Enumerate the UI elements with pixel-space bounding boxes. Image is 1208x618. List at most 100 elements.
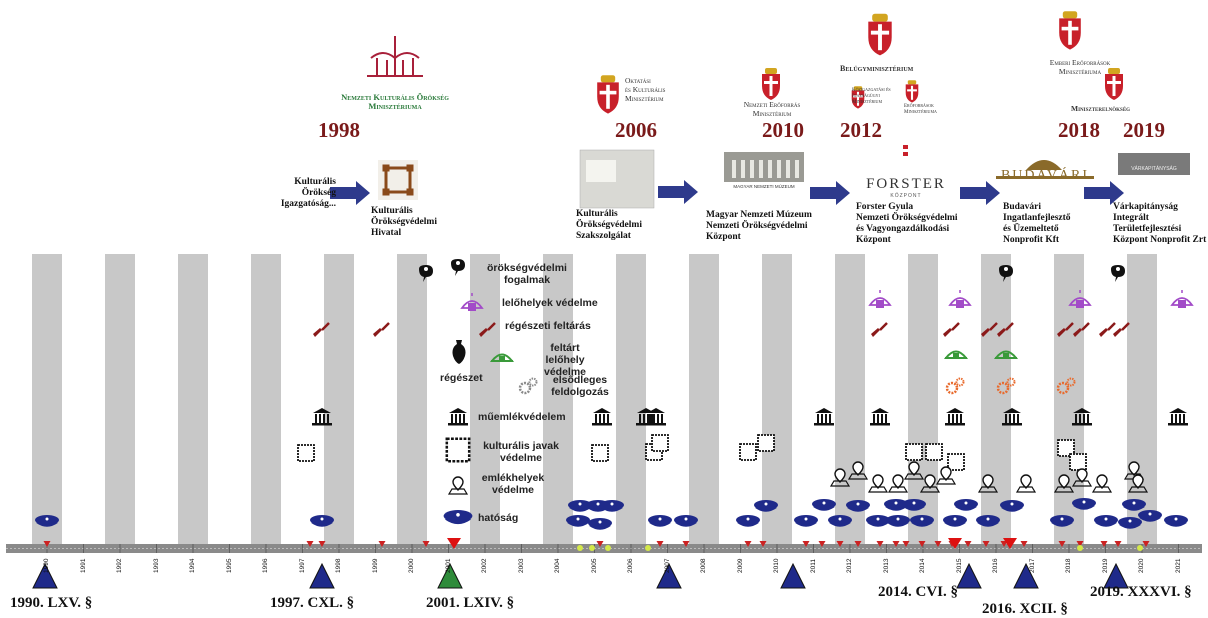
pin-icon [1071, 468, 1093, 487]
crest-icon [762, 68, 780, 100]
event-marker [934, 541, 942, 547]
dome-icon [489, 353, 515, 362]
police-cap-icon [674, 515, 698, 527]
stamp-icon [297, 444, 315, 462]
trowel-icon [479, 322, 496, 337]
year-2010: 2010 [762, 118, 804, 142]
police-cap-icon [1050, 515, 1074, 527]
stamp-icon [947, 453, 965, 471]
trowel-icon [373, 322, 390, 337]
axis-year-label: 2006 [627, 558, 634, 573]
event-marker [836, 541, 844, 547]
major-event-marker [948, 538, 962, 549]
police-cap-icon [1094, 515, 1118, 527]
year-stripe [543, 254, 573, 544]
mnm-column [732, 160, 736, 178]
law-2001: 2001. LXIV. § [426, 595, 515, 611]
arrow-icon [810, 181, 850, 205]
gears-icon [996, 377, 1016, 395]
forster-logo: FORSTER KÖZPONT [866, 176, 946, 199]
police-cap-icon [886, 515, 910, 527]
museum-icon [814, 408, 834, 426]
law-triangle [309, 562, 335, 589]
axis-year-label: 2003 [517, 558, 525, 573]
axis-year-label: 2017 [1028, 558, 1036, 573]
law-triangle [437, 562, 463, 589]
police-cap-icon [846, 500, 870, 512]
police-cap-icon [1000, 500, 1024, 512]
police-cap-icon [1122, 499, 1146, 511]
event-marker [422, 541, 430, 547]
event-marker [1000, 541, 1008, 547]
year-stripe [397, 254, 427, 544]
year-2018: 2018 [1058, 118, 1100, 142]
info-bubble-icon [419, 265, 433, 282]
year-stripe [908, 254, 938, 544]
axis-year-label: 2021 [1174, 558, 1182, 573]
museum-icon [592, 408, 612, 426]
year-stripes [32, 254, 1157, 544]
mnm-building-photo [724, 152, 804, 182]
event-marker [744, 541, 752, 547]
dome-icon [993, 350, 1019, 359]
year-stripe [835, 254, 865, 544]
event-marker [876, 541, 884, 547]
museum-icon [646, 408, 666, 426]
event-marker [43, 541, 51, 547]
timeline-axis [6, 538, 1202, 589]
event-marker [318, 541, 326, 547]
legend-muemlek: műemlékvédelem [478, 411, 566, 423]
umbrella-icon [948, 290, 972, 308]
museum-icon [945, 408, 965, 426]
axis-year-label: 1992 [116, 558, 123, 573]
year-2006: 2006 [615, 118, 657, 142]
police-cap-icon [648, 515, 672, 527]
police-cap-icon [954, 499, 978, 511]
crest-icon [1059, 11, 1081, 50]
ministry-logos [367, 11, 1166, 209]
info-bubble-icon [1111, 265, 1125, 282]
crest-icon [905, 80, 919, 103]
stamp-icon [591, 444, 609, 462]
event-marker [1114, 541, 1122, 547]
stamp-icon [1069, 453, 1087, 471]
axis-year-label: 1998 [335, 558, 342, 573]
nkom-emblem-icon [367, 36, 423, 77]
event-dot [589, 545, 595, 551]
year-stripe [251, 254, 281, 544]
gears-icon [518, 377, 538, 395]
event-icons [35, 259, 1194, 530]
year-stripe [32, 254, 62, 544]
axis-year-label: 2012 [846, 558, 853, 573]
event-marker [596, 541, 604, 547]
police-cap-icon [443, 510, 473, 525]
axis-year-label: 1997 [298, 558, 306, 573]
axis-year-label: 2020 [1138, 558, 1145, 573]
axis-year-label: 1991 [79, 558, 87, 573]
law-triangle [1013, 562, 1039, 589]
event-marker [982, 541, 990, 547]
axis-year-label: 2001 [444, 558, 452, 573]
event-marker [892, 541, 900, 547]
kosz-photo-sign [586, 160, 616, 182]
mnm-logo-text: MAGYAR NEMZETI MÚZEUM [733, 184, 795, 189]
police-cap-icon [566, 515, 590, 527]
legend-feltaras: régészeti feltárás [505, 320, 591, 332]
police-cap-icon [828, 515, 852, 527]
police-cap-icon [736, 515, 760, 527]
pin-icon [903, 461, 925, 480]
trowel-icon [1073, 322, 1090, 337]
event-marker [1142, 541, 1150, 547]
event-dot [1077, 545, 1083, 551]
event-marker [1100, 541, 1108, 547]
major-event-marker [1003, 538, 1017, 549]
year-stripe [616, 254, 646, 544]
museum-icon [870, 408, 890, 426]
